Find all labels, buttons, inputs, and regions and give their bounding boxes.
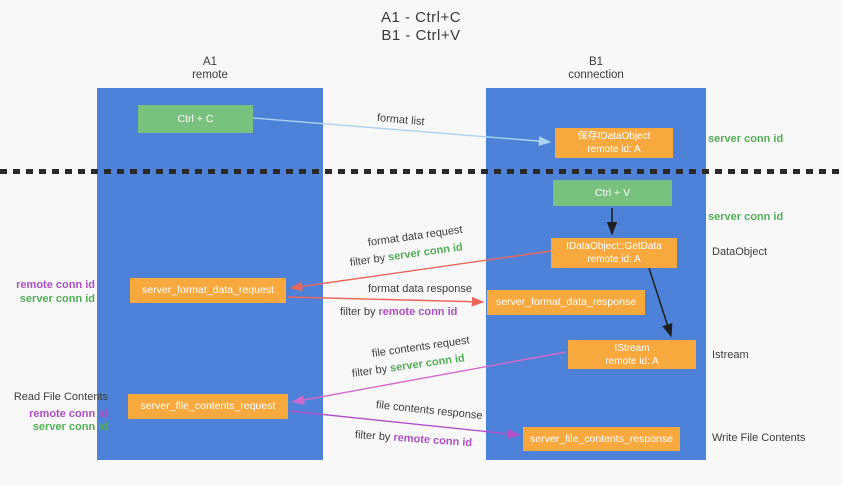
write-file-contents-annotation: Write File Contents: [712, 432, 806, 444]
arrow-getdata-to-istream: [648, 267, 673, 338]
save-dataobject-line1: 保存IDataObject: [577, 131, 651, 142]
server-format-data-request-label: server_format_data_request: [142, 284, 274, 296]
filter-remote-conn-id: remote conn id: [378, 306, 458, 318]
copy-paste-separator: [0, 169, 842, 174]
title-line-1: A1 - Ctrl+C: [380, 9, 462, 26]
column-header-a1: A1 remote: [140, 56, 280, 82]
remote-conn-id-annotation: remote conn id: [29, 407, 108, 420]
server-format-data-request-node[interactable]: server_format_data_request: [130, 278, 286, 303]
dataobject-annotation: DataObject: [712, 246, 768, 258]
left-mid-annotations: remote conn id server conn id: [0, 279, 95, 306]
filter-by-text: filter by: [340, 306, 379, 318]
format-data-response-label: format data response: [368, 283, 472, 295]
ctrl-c-button[interactable]: Ctrl + C: [138, 105, 253, 133]
arrow-format-list: [252, 117, 552, 146]
format-data-response-filter: filter by remote conn id: [340, 306, 457, 318]
server-conn-id-annotation: server conn id: [32, 421, 108, 433]
diagram-title: A1 - Ctrl+C B1 - Ctrl+V: [0, 9, 842, 45]
remote-conn-id-annotation: remote conn id: [16, 279, 95, 291]
column-b1-id: B1: [588, 56, 604, 68]
server-conn-id-annotation-top: server conn id: [708, 133, 784, 145]
save-dataobject-node[interactable]: 保存IDataObject remote id: A: [555, 128, 673, 158]
server-conn-id-annotation-mid: server conn id: [708, 211, 784, 223]
column-a1-id: A1: [202, 56, 218, 68]
server-conn-id-annotation: server conn id: [19, 292, 95, 305]
column-a1-role: remote: [192, 69, 228, 81]
arrow-format-data-response: [287, 296, 485, 307]
getdata-line2: remote id: A: [587, 254, 641, 265]
istream-line2: remote id: A: [605, 355, 659, 367]
istream-node[interactable]: IStream remote id: A: [568, 340, 696, 369]
column-b1-role: connection: [568, 69, 624, 81]
istream-line1: IStream: [614, 342, 650, 354]
istream-annotation: Istream: [712, 349, 749, 361]
server-format-data-response-node[interactable]: server_format_data_response: [487, 290, 645, 315]
server-file-contents-response-node[interactable]: server_file_contents_response: [523, 427, 680, 451]
server-file-contents-request-label: server_file_contents_request: [140, 400, 276, 412]
server-file-contents-response-label: server_file_contents_response: [529, 432, 673, 445]
column-header-b1: B1 connection: [526, 56, 666, 82]
title-line-2: B1 - Ctrl+V: [381, 27, 461, 44]
arrow-file-contents-request: [291, 351, 567, 405]
ctrl-v-label: Ctrl + V: [594, 187, 631, 199]
ctrl-c-label: Ctrl + C: [177, 113, 214, 125]
arrow-format-data-request: [289, 250, 552, 292]
arrow-file-contents-response: [289, 410, 521, 439]
ctrl-v-button[interactable]: Ctrl + V: [553, 180, 672, 206]
server-file-contents-request-node[interactable]: server_file_contents_request: [128, 394, 288, 419]
read-file-contents-annotation: Read File Contents: [13, 391, 108, 403]
save-dataobject-line2: remote id: A: [587, 144, 641, 155]
getdata-line1: IDataObject::GetData: [566, 241, 662, 252]
getdata-node[interactable]: IDataObject::GetData remote id: A: [551, 238, 677, 268]
server-format-data-response-label: server_format_data_response: [495, 296, 637, 308]
left-bottom-annotations: Read File Contents remote conn id server…: [0, 391, 108, 435]
